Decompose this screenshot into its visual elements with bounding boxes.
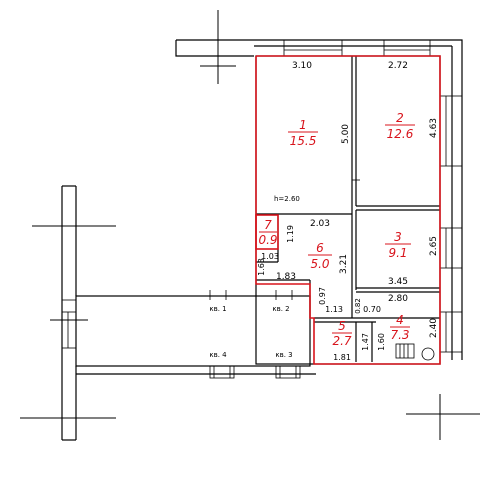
dim-1-83: 1.83 <box>276 272 296 282</box>
room-6: 6 5.0 <box>308 241 332 271</box>
dim-4-63: 4.63 <box>429 118 439 138</box>
dim-h: h=2.60 <box>274 195 300 203</box>
dim-2-80: 2.80 <box>388 294 408 304</box>
dim-1-63: 1.63 <box>257 258 266 276</box>
svg-text:1: 1 <box>299 118 307 132</box>
room-1: 1 15.5 <box>288 118 318 148</box>
dim-0-82: 0.82 <box>354 298 362 314</box>
svg-text:7: 7 <box>264 218 272 232</box>
dim-1-19: 1.19 <box>286 225 295 243</box>
dim-0-97: 0.97 <box>318 287 327 305</box>
dim-2-03: 2.03 <box>310 219 330 229</box>
svg-text:4: 4 <box>396 313 404 327</box>
dim-1-47: 1.47 <box>361 333 370 351</box>
dim-2-40: 2.40 <box>429 318 439 338</box>
svg-text:5.0: 5.0 <box>310 257 329 271</box>
svg-text:2: 2 <box>396 111 404 125</box>
dim-1-81: 1.81 <box>333 353 351 362</box>
sink-icon <box>421 347 435 361</box>
svg-text:5: 5 <box>338 319 346 333</box>
dim-3-21: 3.21 <box>339 254 349 274</box>
svg-text:6: 6 <box>316 241 324 255</box>
dim-5-00: 5.00 <box>341 124 351 144</box>
svg-text:0.9: 0.9 <box>258 233 277 247</box>
axis-kv4: кв. 4 <box>209 351 227 359</box>
axis-kv1: кв. 1 <box>209 305 226 313</box>
dim-2-72: 2.72 <box>388 61 408 71</box>
apartment-outline <box>255 55 441 365</box>
axis-labels: кв. 1 кв. 2 кв. 4 кв. 3 <box>209 305 292 359</box>
dim-1-03: 1.03 <box>261 252 279 261</box>
room-labels: 1 15.5 2 12.6 3 9.1 4 7.3 5 2.7 6 5.0 <box>258 111 415 348</box>
axis-kv2: кв. 2 <box>272 305 289 313</box>
dim-1-60: 1.60 <box>377 333 386 351</box>
dim-1-13: 1.13 <box>325 305 343 314</box>
dim-0-70: 0.70 <box>363 305 381 314</box>
grid-axes <box>20 10 480 440</box>
dim-3-45: 3.45 <box>388 277 408 287</box>
room-4: 4 7.3 <box>390 313 410 342</box>
room-3: 3 9.1 <box>385 230 411 260</box>
interior-walls <box>255 55 441 365</box>
svg-text:3: 3 <box>394 230 402 244</box>
building-walls <box>61 39 463 441</box>
dim-3-10: 3.10 <box>292 61 312 71</box>
dimension-labels: 3.10 2.72 5.00 4.63 h=2.60 2.03 1.19 1.0… <box>257 61 439 362</box>
svg-text:15.5: 15.5 <box>290 134 317 148</box>
axis-kv3: кв. 3 <box>275 351 292 359</box>
room-5: 5 2.7 <box>332 319 352 348</box>
svg-text:12.6: 12.6 <box>387 127 414 141</box>
room-2: 2 12.6 <box>385 111 415 141</box>
dim-2-65: 2.65 <box>429 236 439 256</box>
svg-text:2.7: 2.7 <box>332 334 351 348</box>
room-7: 7 0.9 <box>258 218 277 247</box>
svg-text:7.3: 7.3 <box>390 328 409 342</box>
svg-text:9.1: 9.1 <box>388 246 407 260</box>
